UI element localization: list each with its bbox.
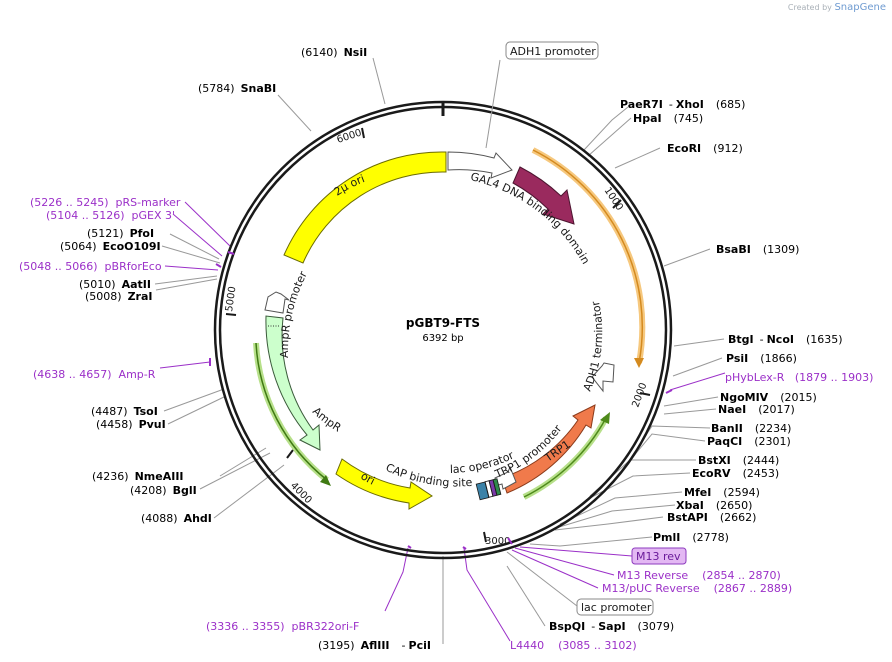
site-bstapi: BstAPI(2662) xyxy=(667,511,756,524)
plasmid-length: 6392 bp xyxy=(422,333,463,344)
snapgene-logo: SnapGene xyxy=(834,2,886,13)
site-naei: NaeI(2017) xyxy=(718,403,795,416)
primer-phyblex-r: pHybLex-R (1879 .. 1903) xyxy=(725,371,873,384)
site-zrai: (5008)ZraI xyxy=(85,290,153,303)
watermark: Created by SnapGene xyxy=(788,2,886,13)
primer-prs-marker: (5226 .. 5245) pRS-marker xyxy=(30,196,181,209)
two-micron-ori-arrow xyxy=(283,151,447,264)
primer-marks xyxy=(209,251,673,550)
primer-pbr322ori-f: (3336 .. 3355) pBR322ori-F xyxy=(206,620,359,633)
primer-m13-puc-reverse: M13/pUC Reverse (2867 .. 2889) xyxy=(602,582,792,595)
site-bstxi: BstXI(2444) xyxy=(698,454,779,467)
tick-label-3000: 3000 xyxy=(485,536,510,547)
watermark-prefix: Created by xyxy=(787,3,832,12)
site-bgli: (4208)BglI xyxy=(130,484,197,497)
site-nmeaiii: (4236)NmeAIII xyxy=(92,470,184,483)
site-bsabi: BsaBI(1309) xyxy=(716,243,799,256)
site-ahdi: (4088)AhdI xyxy=(141,512,212,525)
site-xbai: XbaI(2650) xyxy=(676,499,752,512)
primer-leader-lines xyxy=(159,201,726,642)
site-paqci: PaqCI(2301) xyxy=(707,435,791,448)
site-bspqi-sapi: BspQI-SapI(3079) xyxy=(549,620,674,633)
site-pvui: (4458)PvuI xyxy=(96,418,166,431)
primer-amp-r: (4638 .. 4657) Amp-R xyxy=(33,368,156,381)
plasmid-name: pGBT9-FTS xyxy=(406,316,480,330)
site-aatii: (5010)AatII xyxy=(79,278,151,291)
site-pmli: PmlI(2778) xyxy=(653,531,729,544)
site-ecori: EcoRI(912) xyxy=(667,142,743,155)
site-banii: BanII(2234) xyxy=(711,422,791,435)
site-pfoi: (5121)PfoI xyxy=(87,227,154,240)
lac-region-features xyxy=(475,478,502,501)
primer-m13-reverse: M13 Reverse (2854 .. 2870) xyxy=(617,569,781,582)
ampr-arrow xyxy=(265,315,321,451)
site-hpai: HpaI(745) xyxy=(633,112,703,125)
adh1-terminator-arrow xyxy=(591,362,615,393)
ori-arrow xyxy=(335,458,433,510)
adh1-promoter-label: ADH1 promoter xyxy=(510,45,596,58)
m13-rev-label: M13 rev xyxy=(636,550,681,563)
tick-marks xyxy=(225,127,651,543)
trp1-arrow xyxy=(501,404,596,494)
ampr-promoter-label: AmpR promoter xyxy=(278,269,310,359)
site-afliii-pcii: (3195)AflIII-PciI xyxy=(318,639,431,652)
site-btgi-ncoi: BtgI-NcoI(1635) xyxy=(728,333,843,346)
site-ngomiv: NgoMIV(2015) xyxy=(720,391,817,404)
site-ecorv: EcoRV(2453) xyxy=(692,467,779,480)
tick-label-5000: 5000 xyxy=(224,286,238,313)
lac-promoter-label: lac promoter xyxy=(581,601,652,614)
site-ecoo109i: (5064)EcoO109I xyxy=(60,240,161,253)
site-nsii: (6140)NsiI xyxy=(301,46,367,59)
ampr-promoter-arrow xyxy=(264,291,290,314)
primer-pbrforeco: (5048 .. 5066) pBRforEco xyxy=(19,260,162,273)
site-tsoi: (4487)TsoI xyxy=(91,405,158,418)
primer-l4440: L4440 (3085 .. 3102) xyxy=(510,639,637,652)
site-paer7i-xhoi: PaeR7I-XhoI(685) xyxy=(620,98,745,111)
site-mfei: MfeI(2594) xyxy=(684,486,760,499)
site-psii: PsiI(1866) xyxy=(726,352,797,365)
ori-label: ori xyxy=(358,469,377,487)
gal4-binding-domain-arrow xyxy=(512,166,575,225)
site-snabi: (5784)SnaBI xyxy=(198,82,276,95)
adh1-promoter-feature xyxy=(447,151,513,179)
primer-pgex-3: (5104 .. 5126) pGEX 3' xyxy=(46,209,175,222)
tick-label-6000: 6000 xyxy=(336,128,364,146)
